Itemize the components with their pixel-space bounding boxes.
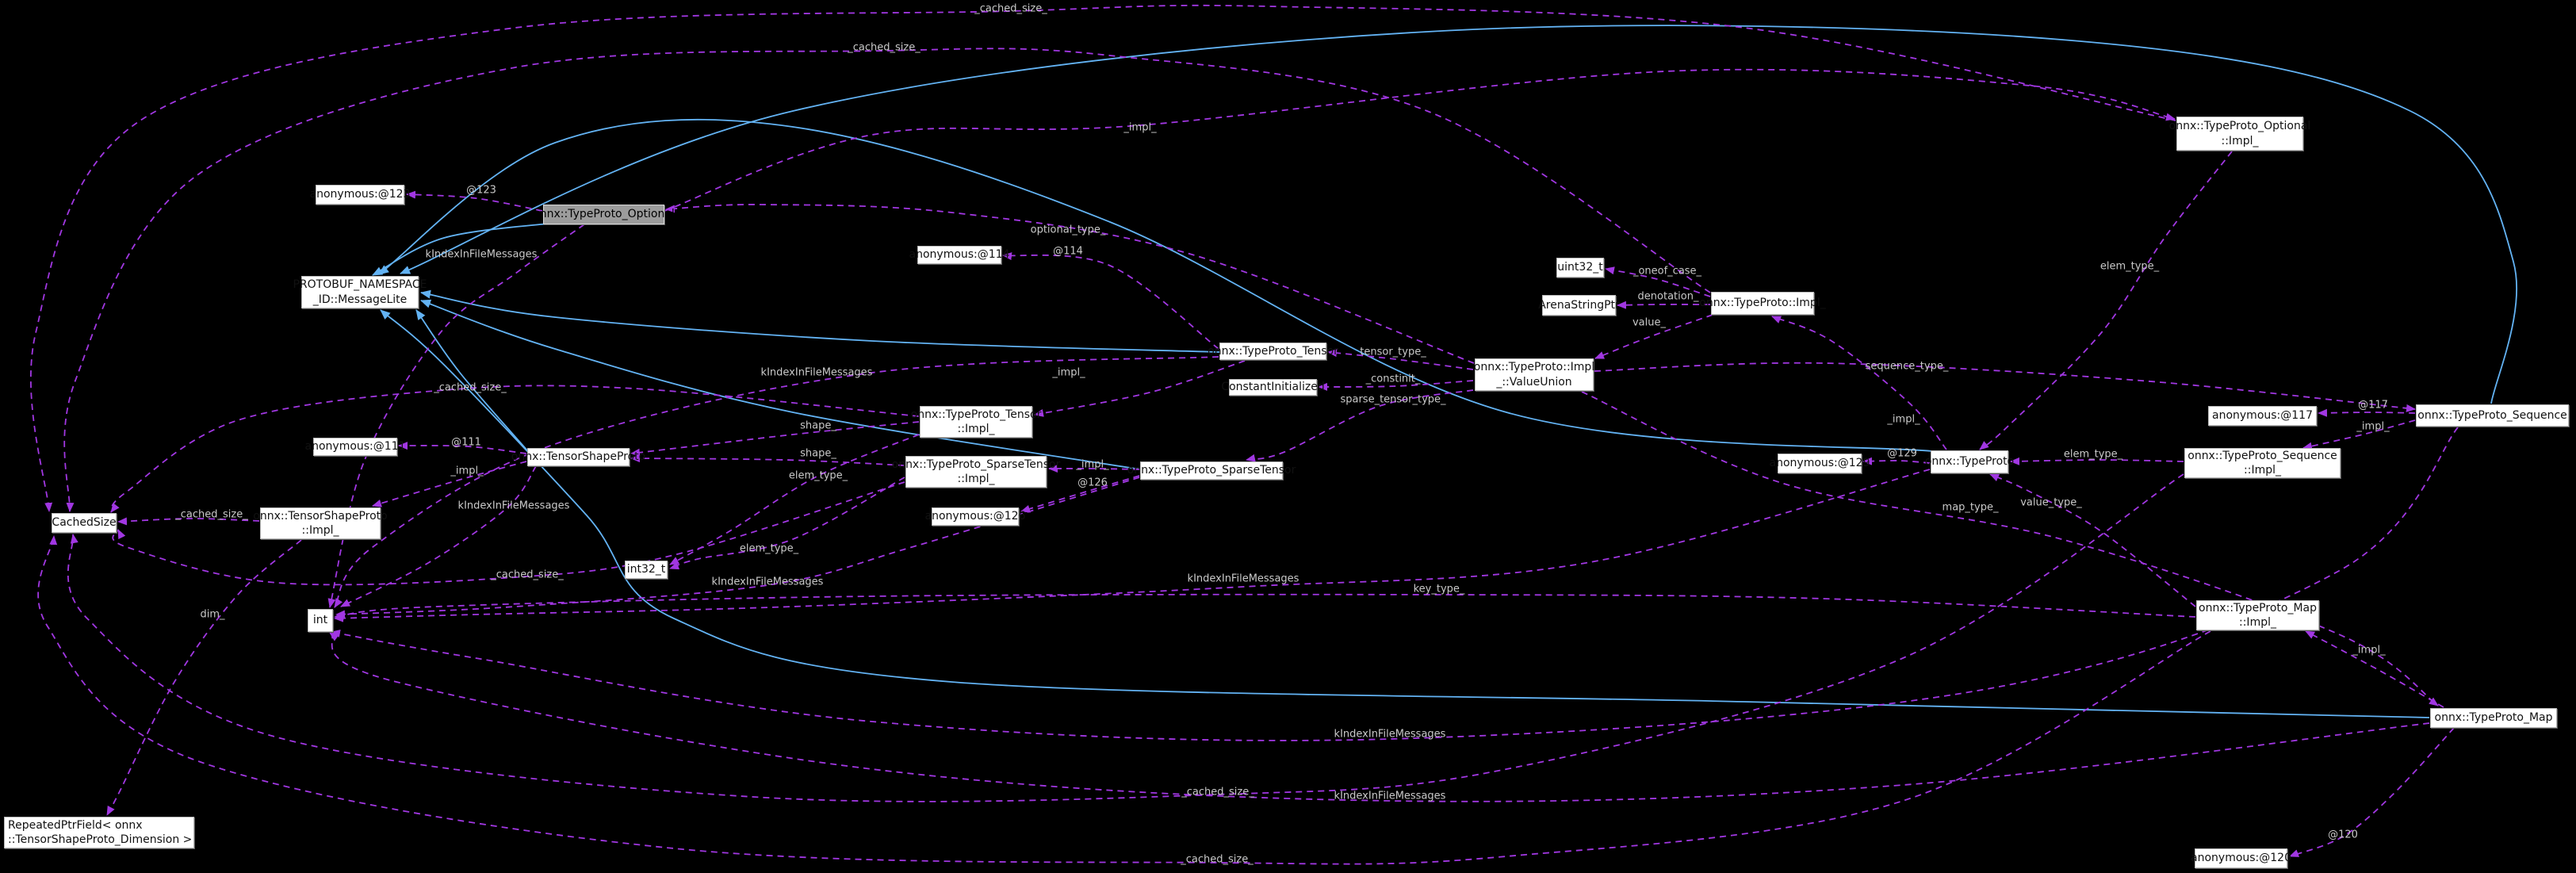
usage-edge-tensor-int <box>334 356 1219 608</box>
node-optional[interactable]: onnx::TypeProto_Optional <box>533 205 675 224</box>
usage-edge-seqimpl-cachedsize <box>67 473 2184 802</box>
usage-edge-tpimpl-cachedsize <box>63 48 1711 512</box>
node-map[interactable]: onnx::TypeProto_Map <box>2430 708 2557 728</box>
usage-edge-sparsetensor-anon126 <box>1020 475 1140 513</box>
node-valueunion[interactable]: onnx::TypeProto::Impl _::ValueUnion <box>1474 358 1594 391</box>
usage-edge-map-int <box>329 632 2430 802</box>
usage-edge-optional-anon123 <box>406 190 543 212</box>
inheritance-edge-tensorshape-messagelite <box>415 309 534 458</box>
inheritance-edge-tensor-messagelite <box>420 289 1220 353</box>
node-sparsetensor[interactable]: onnx::TypeProto_SparseTensor <box>1127 461 1296 480</box>
usage-edge-mapimpl-typeproto <box>1989 473 2196 607</box>
usage-edge-valueunion-sparsetensor <box>1246 389 1474 462</box>
usage-edge-sparseimpl-int32 <box>669 477 905 570</box>
node-cachedsize[interactable]: CachedSize <box>52 513 117 533</box>
usage-edge-valueunion-sequence <box>1594 362 2416 412</box>
node-anon129[interactable]: anonymous:@129 <box>1770 454 1870 473</box>
usage-edge-tpimpl-arenastring <box>1617 301 1711 309</box>
inheritance-edge-optional-messagelite <box>372 222 556 276</box>
node-anon120[interactable]: anonymous:@120 <box>2191 848 2291 868</box>
node-anon123[interactable]: anonymous:@123 <box>310 185 411 205</box>
usage-edge-valueunion-map <box>1581 391 2439 706</box>
usage-edge-mapimpl-int <box>334 593 2196 620</box>
node-repeated[interactable]: RepeatedPtrField< onnx ::TensorShapeProt… <box>4 817 194 848</box>
usage-edge-optimpl-cachedsize <box>30 4 2176 512</box>
usage-edge-tensorshape-int <box>340 465 537 607</box>
usage-edge-optional-optimpl <box>664 68 2176 212</box>
usage-edge-map-anon120 <box>2289 727 2455 857</box>
usage-edge-tensorimpl-int32 <box>669 434 920 565</box>
node-arenastring[interactable]: ArenaStringPtr <box>1538 295 1620 316</box>
node-tpimpl[interactable]: onnx::TypeProto::Impl_ <box>1699 292 1826 315</box>
usage-edge-tsimpl-cachedsize <box>117 517 260 526</box>
usage-edge-tensorimpl-tensorshape <box>630 421 920 457</box>
node-int32[interactable]: int32_t <box>625 561 668 579</box>
node-anon111[interactable]: anonymous:@111 <box>305 438 406 456</box>
node-seqimpl[interactable]: onnx::TypeProto_Sequence ::Impl_ <box>2184 448 2341 478</box>
usage-edge-valueunion-optional <box>665 204 1475 364</box>
usage-edge-sequence-seqimpl <box>2302 419 2416 450</box>
usage-edge-tensorshape-anon111 <box>398 442 527 454</box>
node-typeproto[interactable]: onnx::TypeProto <box>1925 450 2014 473</box>
node-anon117[interactable]: anonymous:@117 <box>2208 406 2317 426</box>
usage-edge-tpimpl-valueunion <box>1594 314 1713 359</box>
inheritance-edge-typeproto-messagelite <box>378 118 1933 452</box>
node-anon126[interactable]: anonymous:@126 <box>925 507 1026 526</box>
usage-edge-tensor-anon114 <box>1002 252 1219 350</box>
usage-edge-valueunion-constinit <box>1318 380 1474 391</box>
node-tensorshape[interactable]: onnx::TensorShapeProto <box>511 448 645 466</box>
node-int[interactable]: int <box>308 609 333 632</box>
node-sparseimpl[interactable]: onnx::TypeProto_SparseTensor ::Impl_ <box>892 456 1060 488</box>
usage-edge-valueunion-tensor <box>1327 349 1474 370</box>
node-optimpl[interactable]: onnx::TypeProto_Optional ::Impl_ <box>2169 117 2310 151</box>
usage-edge-tpimpl-uint32 <box>1605 266 1711 297</box>
node-sequence[interactable]: onnx::TypeProto_Sequence <box>2416 404 2569 427</box>
inheritance-edge-sequence-messagelite <box>400 25 2517 404</box>
node-mapimpl[interactable]: onnx::TypeProto_Map ::Impl_ <box>2196 600 2319 630</box>
usage-edge-tsimpl-repeated <box>106 539 302 816</box>
usage-edge-mapimpl-cachedsize <box>37 535 2211 865</box>
node-tensorimpl[interactable]: onnx::TypeProto_Tensor ::Impl_ <box>911 406 1041 438</box>
usage-edge-sequence-anon117 <box>2318 408 2416 417</box>
usage-edge-map-mapimpl <box>2305 630 2444 708</box>
usage-edge-sparseimpl-cachedsize <box>112 481 905 586</box>
node-anon114[interactable]: anonymous:@114 <box>909 246 1010 264</box>
node-uint32[interactable]: uint32_t <box>1556 258 1604 278</box>
usage-edge-tensorimpl-cachedsize <box>110 385 920 513</box>
usage-edge-sequence-int <box>331 427 2459 741</box>
inheritance-edge-sparsetensor-messagelite <box>420 299 1141 470</box>
node-tensor[interactable]: onnx::TypeProto_Tensor <box>1208 343 1338 360</box>
node-tsimpl[interactable]: onnx::TensorShapeProto ::Impl_ <box>253 507 388 539</box>
usage-edge-tensorshape-tsimpl <box>372 461 527 507</box>
usage-edge-typeproto-tpimpl <box>1771 316 1947 450</box>
node-constinit[interactable]: ConstantInitialized <box>1221 379 1325 396</box>
inheritance-edge-map-messagelite <box>380 309 2430 718</box>
node-messagelite[interactable]: PROTOBUF_NAMESPACE _ID::MessageLite <box>293 276 427 308</box>
usage-edge-seqimpl-typeproto <box>2010 457 2184 465</box>
usage-edge-typeproto-anon129 <box>1862 457 1931 465</box>
usage-edge-tensor-tensorimpl <box>1034 360 1246 417</box>
usage-edge-sparseimpl-tensorshape <box>630 454 905 466</box>
usage-edge-optimpl-typeproto <box>1979 151 2233 450</box>
